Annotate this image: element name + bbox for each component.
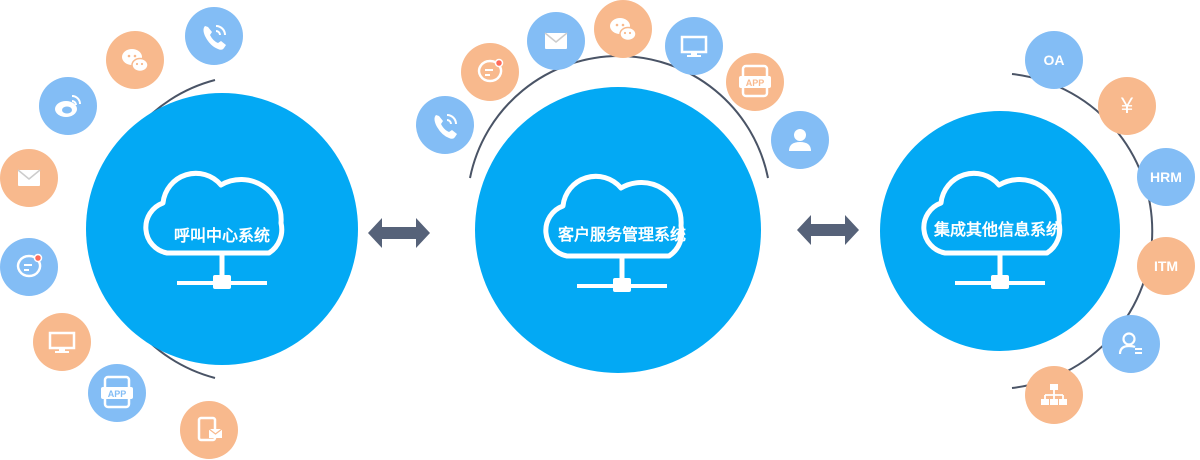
wechat-icon — [106, 31, 164, 89]
oa-label: OA — [1043, 52, 1065, 68]
integration-label: 集成其他信息系统 — [933, 220, 1063, 239]
svg-text:APP: APP — [746, 78, 765, 88]
crm-label: 客户服务管理系统 — [557, 225, 687, 244]
org-chart-icon — [1025, 366, 1083, 424]
chat-icon — [0, 238, 58, 296]
svg-text:APP: APP — [108, 389, 127, 399]
call-center-label: 呼叫中心系统 — [173, 226, 271, 245]
user-icon — [771, 111, 829, 169]
bidirectional-arrow-right — [797, 215, 859, 245]
monitor-icon — [33, 313, 91, 371]
app-icon: APP — [726, 53, 784, 111]
call-center-circle — [86, 93, 358, 365]
yen-badge — [1098, 77, 1156, 135]
user-list-icon — [1102, 315, 1160, 373]
tablet-mail-icon — [180, 401, 238, 459]
crm-circle — [475, 87, 761, 373]
itm-label: ITM — [1153, 258, 1179, 274]
itm-badge — [1137, 237, 1195, 295]
hrm-label: HRM — [1150, 169, 1182, 185]
weibo-icon — [39, 77, 97, 135]
yen-label: ¥ — [1120, 93, 1134, 118]
chat-icon — [461, 43, 519, 101]
wechat-icon — [594, 0, 652, 58]
right-arc — [1011, 73, 1154, 389]
phone-icon — [185, 7, 243, 65]
oa-badge — [1025, 31, 1083, 89]
phone-icon — [416, 96, 474, 154]
mail-icon — [0, 149, 58, 207]
bidirectional-arrow-left — [368, 218, 430, 248]
mail-icon — [527, 12, 585, 70]
integration-circle — [880, 111, 1120, 351]
hrm-badge — [1137, 148, 1195, 206]
app-icon: APP — [88, 364, 146, 422]
monitor-icon — [665, 17, 723, 75]
